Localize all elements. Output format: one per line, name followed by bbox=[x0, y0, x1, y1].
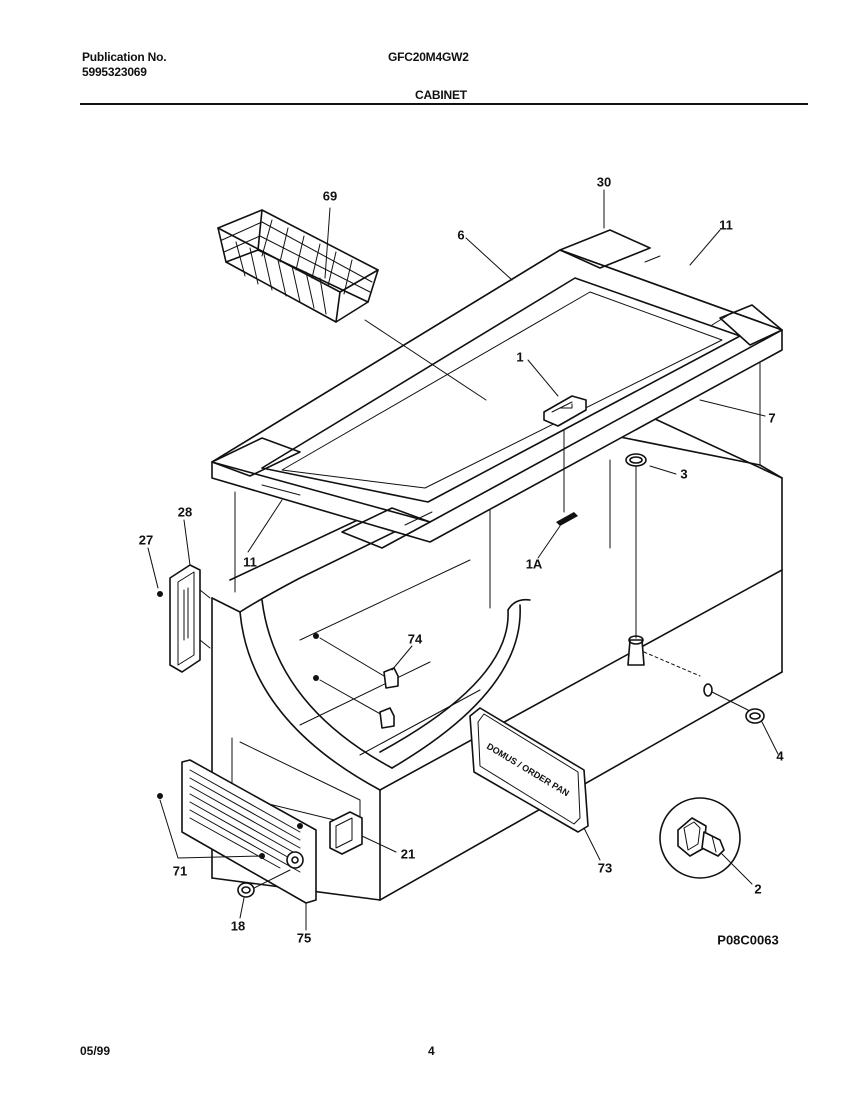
callout-21: 21 bbox=[400, 846, 416, 862]
callout-2: 2 bbox=[754, 881, 762, 897]
plate-73: DOMUS / ORDER PAN bbox=[469, 707, 589, 833]
breaker-frame bbox=[211, 229, 783, 549]
callout-74: 74 bbox=[407, 631, 423, 647]
callout-11-bottom: 11 bbox=[243, 554, 257, 570]
grille-assembly bbox=[157, 759, 317, 904]
callout-69: 69 bbox=[322, 188, 338, 204]
callout-30: 30 bbox=[596, 174, 612, 190]
callout-4: 4 bbox=[776, 748, 784, 764]
hinge-assembly bbox=[157, 564, 211, 673]
callout-27: 27 bbox=[138, 532, 154, 548]
callout-11-top: 11 bbox=[719, 217, 733, 233]
header-rule bbox=[80, 103, 808, 105]
wire-basket bbox=[217, 209, 379, 323]
footer-date: 05/99 bbox=[80, 1044, 111, 1058]
model-number: GFC20M4GW2 bbox=[388, 50, 469, 64]
callout-1: 1 bbox=[516, 349, 524, 365]
callout-3: 3 bbox=[680, 466, 688, 482]
publication-label: Publication No. bbox=[82, 50, 167, 64]
callout-28: 28 bbox=[177, 504, 193, 520]
clip-assembly bbox=[313, 633, 399, 729]
callout-1a: 1A bbox=[525, 556, 543, 572]
diagram-code: P08C0063 bbox=[717, 932, 779, 948]
callout-6: 6 bbox=[457, 227, 465, 243]
leader-lines bbox=[147, 189, 779, 931]
page-number: 4 bbox=[428, 1044, 435, 1058]
lid-switch bbox=[543, 395, 587, 526]
callout-73: 73 bbox=[597, 860, 613, 876]
relay-assembly bbox=[329, 811, 363, 855]
valve-detail bbox=[659, 797, 741, 879]
callout-75: 75 bbox=[296, 930, 312, 946]
callout-18: 18 bbox=[230, 918, 246, 934]
publication-number: 5995323069 bbox=[82, 65, 147, 79]
section-title: CABINET bbox=[415, 88, 467, 102]
drain-assembly bbox=[625, 453, 765, 724]
callout-7: 7 bbox=[768, 410, 776, 426]
callout-71: 71 bbox=[172, 863, 188, 879]
